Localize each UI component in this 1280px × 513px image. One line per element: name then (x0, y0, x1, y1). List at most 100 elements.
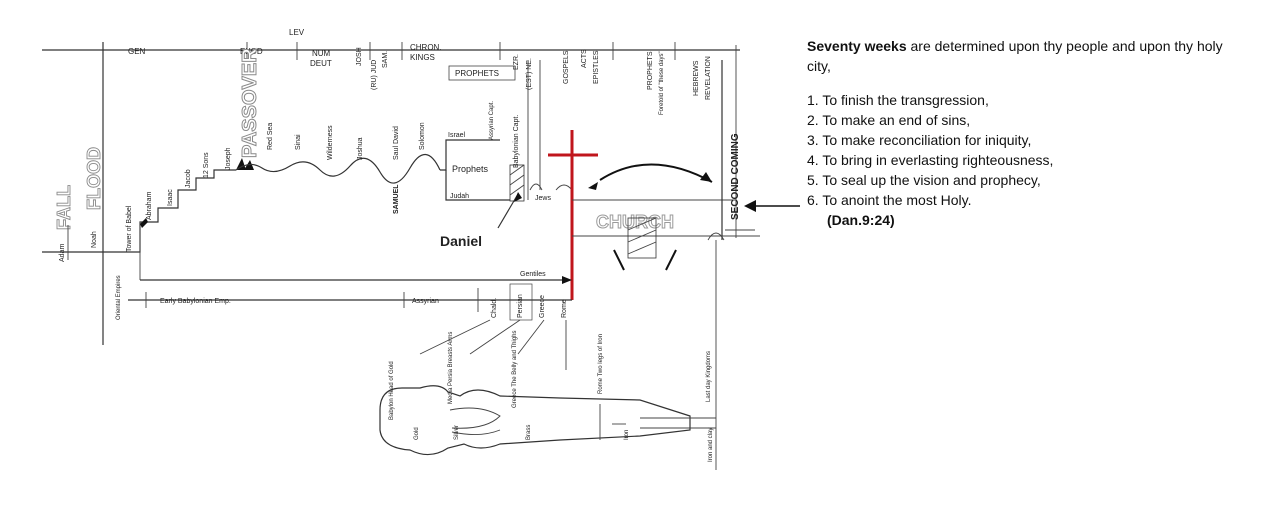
label-statue-last-day: Last day Kingdoms (706, 351, 712, 402)
patriarch-steps (103, 169, 236, 253)
label-epistles: EPISTLES (593, 50, 600, 84)
label-babylonian-capt: Babylonian Capt. (513, 115, 520, 168)
statue-figure (379, 385, 716, 456)
label-brass: Brass (526, 425, 532, 440)
arch-icon (555, 184, 573, 191)
arrowhead (700, 172, 712, 182)
label-ru-jud: (RU) JUD (371, 60, 378, 90)
label-12-sons: 12 Sons (203, 152, 210, 178)
church-leg (665, 249, 677, 271)
daniel-arrow (497, 193, 519, 229)
label-persian: Persian (517, 294, 524, 318)
label-solomon: Solomon (419, 122, 426, 150)
pointer-line (517, 319, 545, 355)
verse-item: 5. To seal up the vision and prophecy, (807, 172, 1041, 188)
label-chron: CHRON. (410, 43, 442, 52)
label-gospels: GOSPELS (563, 50, 570, 84)
label-gen: GEN (128, 47, 146, 56)
label-rome: Rome (561, 299, 568, 318)
verse-reference: (Dan.9:24) (827, 212, 895, 228)
label-statue-rome: Rome Two legs of Iron (598, 334, 604, 394)
label-jacob: Jacob (185, 169, 192, 188)
arrowhead (562, 276, 572, 284)
label-gold: Gold (414, 427, 420, 440)
label-deut: DEUT (310, 59, 332, 68)
label-jews: Jews (535, 195, 551, 202)
label-est-ne: (EST) NE. (526, 58, 533, 90)
verse-intro-bold: Seventy weeks (807, 38, 907, 54)
label-sinai: Sinai (295, 134, 302, 150)
label-samuel: SAMUEL (393, 184, 400, 214)
label-sam: SAM. (382, 51, 389, 68)
pointer-line (469, 319, 521, 355)
arch-icon (529, 183, 543, 191)
israel-line (440, 139, 500, 171)
label-exod: EXOD (240, 47, 263, 56)
label-silver: Silver (454, 425, 460, 440)
verse-item: 1. To finish the transgression, (807, 92, 989, 108)
label-lev: LEV (289, 28, 305, 37)
label-josh: JOSH (356, 47, 363, 66)
label-second-coming: SECOND COMING (730, 133, 741, 220)
label-joseph: Joseph (225, 147, 232, 170)
label-acts: ACTS (581, 49, 588, 68)
label-prophets: PROPHETS (455, 69, 499, 78)
prophets-box (448, 65, 516, 81)
label-num: NUM (312, 49, 331, 58)
label-abraham: Abraham (146, 191, 153, 220)
rapture-arrow (599, 163, 713, 183)
label-daniel: Daniel (440, 233, 482, 249)
wilderness-path (235, 153, 441, 184)
label-greece: Greece (539, 295, 546, 318)
bird-icon (588, 182, 598, 190)
church-hatch (627, 217, 657, 259)
church-leg (613, 249, 625, 271)
label-passover: PASSOVER (239, 48, 261, 158)
label-foretold: Foretold of "these days" (659, 51, 665, 115)
label-fall: FALL (54, 185, 74, 230)
verse-block: Seventy weeks are determined upon thy pe… (807, 36, 1247, 230)
label-adam: Adam (59, 244, 66, 262)
arrowhead (744, 200, 756, 212)
label-israel: Israel (448, 132, 466, 139)
arch-icon (707, 232, 725, 241)
verse-intro: Seventy weeks are determined upon thy pe… (807, 36, 1247, 76)
arrowhead (514, 192, 522, 202)
label-chald: Chald. (491, 298, 498, 318)
label-tower: Tower of Babel (126, 205, 133, 252)
verse-item: 6. To anoint the most Holy. (807, 192, 972, 208)
label-clay: Iron and clay (708, 428, 714, 462)
label-church: CHURCH (596, 212, 674, 232)
verse-item: 3. To make reconciliation for iniquity, (807, 132, 1032, 148)
tower-icon (140, 218, 148, 228)
label-red-sea: Red Sea (267, 123, 274, 150)
label-noah: Noah (91, 231, 98, 248)
label-oriental: Oriental Empires (116, 275, 122, 320)
label-saul-david: Saul David (393, 126, 400, 160)
label-early-babylonian: Early Babylonian Emp. (160, 298, 231, 305)
label-statue-media-persia: Media Persia Breasts Arms (448, 332, 454, 404)
label-prophets-last: PROPHETS (647, 51, 654, 90)
verse-intro-rest: are determined upon thy people and upon … (807, 38, 1223, 74)
judah-line (445, 170, 510, 201)
captivity-hatch (509, 164, 525, 202)
label-judah: Judah (450, 193, 469, 200)
label-kings: KINGS (410, 53, 435, 62)
label-revelation: REVELATION (705, 56, 712, 100)
label-statue-greece: Greece The Belly and Thighs (512, 331, 518, 409)
verse-item: 2. To make an end of sins, (807, 112, 971, 128)
label-wilderness: Wilderness (327, 125, 334, 160)
label-iron: Iron (624, 430, 630, 440)
verse-item: 4. To bring in everlasting righteousness… (807, 152, 1054, 168)
label-hebrews: HEBREWS (693, 60, 700, 96)
label-assyrian: Assyrian (412, 298, 439, 305)
label-assyrian-capt: Assyrian Capt. (489, 101, 495, 140)
label-statue-babylon: Babylon Head of Gold (389, 361, 395, 420)
label-flood: FLOOD (84, 147, 104, 210)
mountain-icon (236, 158, 246, 170)
label-isaac: Isaac (167, 189, 174, 206)
label-joshua: Joshua (357, 137, 364, 160)
label-ezr: EZR. (513, 54, 520, 70)
